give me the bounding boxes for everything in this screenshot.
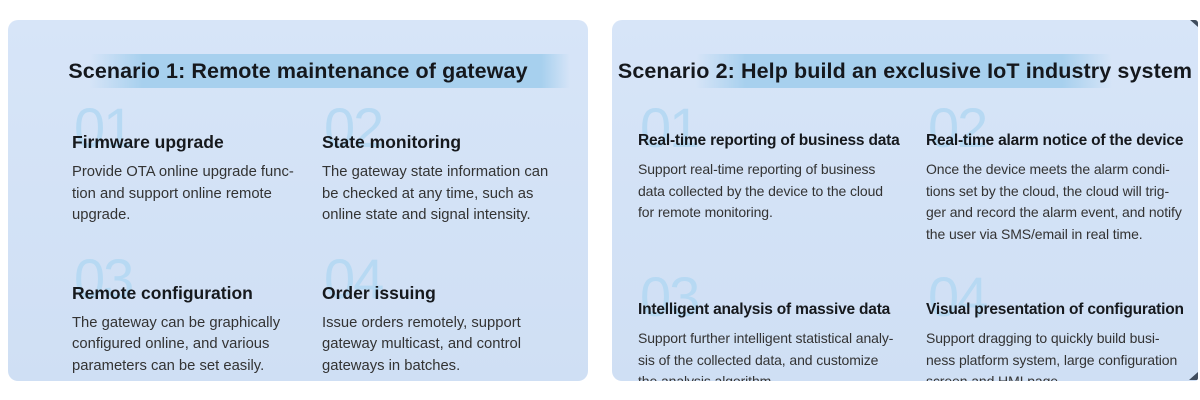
feature-number: 04 xyxy=(928,265,988,328)
feature-heading: Firmware upgrade xyxy=(72,132,224,152)
feature-number: 04 xyxy=(324,246,384,310)
feature-heading: Real-time alarm notice of the device xyxy=(926,132,1184,149)
feature-number: 02 xyxy=(324,96,384,159)
scenario-1-title-area: Scenario 1: Remote maintenance of gatewa… xyxy=(8,54,588,88)
feature-heading: State monitoring xyxy=(322,132,462,152)
feature-item: 04 Order issuing Issue orders remotely, … xyxy=(322,250,572,378)
title-highlight-band xyxy=(90,54,570,88)
features-grid: 01 Firmware upgrade Provide OTA online u… xyxy=(8,88,588,377)
feature-body: Once the device meets the alarm condi- t… xyxy=(926,161,1182,242)
card-title: Scenario 2: Help build an exclusive IoT … xyxy=(617,59,1193,83)
feature-heading: Order issuing xyxy=(322,282,436,303)
feature-heading: Intelligent analysis of massive data xyxy=(638,301,891,318)
feature-body: Issue orders remotely, support gateway m… xyxy=(322,314,522,374)
feature-number: 01 xyxy=(74,96,134,159)
feature-item: 04 Visual presentation of configuration … xyxy=(926,269,1198,382)
feature-body: The gateway can be graphically configure… xyxy=(72,314,281,374)
feature-heading: Remote configuration xyxy=(72,282,253,303)
title-highlight-band xyxy=(696,54,1112,88)
corner-accent-bottom-icon xyxy=(1189,372,1198,380)
feature-body: Provide OTA online upgrade func- tion an… xyxy=(72,164,294,223)
feature-number: 01 xyxy=(640,96,700,159)
feature-body: Support further intelligent statistical … xyxy=(638,330,894,381)
feature-item: 01 Firmware upgrade Provide OTA online u… xyxy=(72,100,322,227)
feature-body: Support real-time reporting of business … xyxy=(638,161,883,220)
feature-item: 02 Real-time alarm notice of the device … xyxy=(926,100,1198,245)
feature-item: 03 Intelligent analysis of massive data … xyxy=(638,269,926,382)
feature-number: 03 xyxy=(74,246,134,310)
feature-item: 02 State monitoring The gateway state in… xyxy=(322,100,572,227)
feature-item: 03 Remote configuration The gateway can … xyxy=(72,250,322,378)
feature-body: Support dragging to quickly build busi- … xyxy=(926,330,1178,381)
scenario-2-card: Scenario 2: Help build an exclusive IoT … xyxy=(612,20,1198,381)
scenario-1-card: Scenario 1: Remote maintenance of gatewa… xyxy=(8,20,588,381)
feature-heading: Real-time reporting of business data xyxy=(638,132,900,149)
features-grid: 01 Real-time reporting of business data … xyxy=(612,88,1198,382)
feature-body: The gateway state information can be che… xyxy=(322,164,549,223)
feature-number: 02 xyxy=(928,96,988,159)
corner-accent-top-icon xyxy=(1189,20,1198,27)
feature-heading: Visual presentation of configuration xyxy=(926,301,1184,318)
feature-number: 03 xyxy=(640,265,700,328)
scenario-2-title-area: Scenario 2: Help build an exclusive IoT … xyxy=(612,54,1198,88)
feature-item: 01 Real-time reporting of business data … xyxy=(638,100,926,245)
card-title: Scenario 1: Remote maintenance of gatewa… xyxy=(68,59,528,83)
